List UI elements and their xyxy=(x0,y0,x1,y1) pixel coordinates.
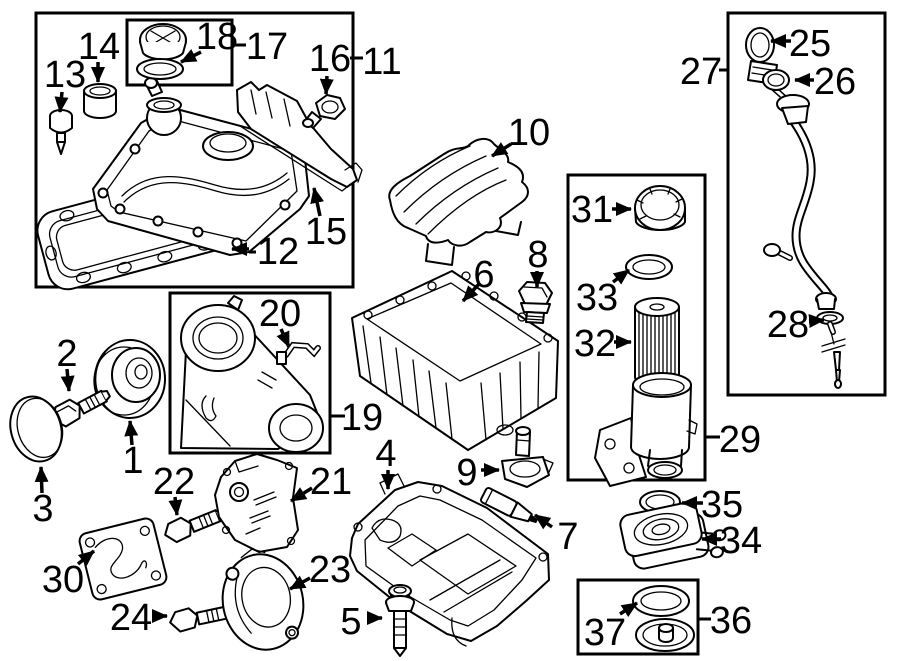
callout-7: 7 xyxy=(557,516,578,558)
arrow-13 xyxy=(54,91,69,113)
callout-10: 10 xyxy=(508,112,550,154)
callout-35: 35 xyxy=(701,484,743,526)
callout-6: 6 xyxy=(473,254,494,296)
part-dipstick-handle-25 xyxy=(745,27,778,85)
part-oil-filler-cap-17 xyxy=(139,23,187,61)
callout-2: 2 xyxy=(56,333,77,375)
part-engine-cover-10 xyxy=(388,138,529,266)
arrow-23 xyxy=(289,575,311,591)
part-sealant-tube-7 xyxy=(480,487,538,524)
arrow-7 xyxy=(533,513,554,530)
part-filter-cap-31 xyxy=(634,185,686,231)
part-filter-housing-29 xyxy=(594,372,698,487)
callout-23: 23 xyxy=(309,549,351,591)
part-crankshaft-pulley-1 xyxy=(93,339,166,419)
callout-14: 14 xyxy=(78,26,120,68)
arrow-6 xyxy=(461,282,481,303)
callout-labels: 13 14 18 17 16 11 15 12 10 6 8 31 33 32 … xyxy=(32,16,856,654)
arrow-1 xyxy=(124,420,139,446)
callout-28: 28 xyxy=(767,304,809,346)
part-baffle-plate-15 xyxy=(236,81,363,192)
callout-17: 17 xyxy=(246,26,288,68)
callout-26: 26 xyxy=(814,61,856,103)
part-filter-seal-33 xyxy=(625,254,673,280)
callout-21: 21 xyxy=(310,461,352,503)
part-push-bolt-5 xyxy=(385,584,415,657)
part-cooler-plug-36 xyxy=(635,618,695,652)
arrow-10 xyxy=(491,142,512,158)
callout-33: 33 xyxy=(576,277,618,319)
callout-3: 3 xyxy=(32,488,53,530)
part-pressure-valve-13 xyxy=(49,109,73,155)
arrow-3 xyxy=(34,466,49,494)
arrow-20 xyxy=(276,328,291,348)
callout-19: 19 xyxy=(341,397,383,439)
callout-arrows xyxy=(34,34,825,625)
arrow-21 xyxy=(290,486,313,503)
arrow-15 xyxy=(310,187,324,217)
part-sealing-cap-3 xyxy=(9,395,64,463)
callout-30: 30 xyxy=(42,559,84,601)
part-cover-plate-23 xyxy=(221,548,305,651)
arrow-30 xyxy=(76,549,96,566)
arrow-28 xyxy=(808,314,825,328)
arrow-18 xyxy=(180,49,202,64)
arrow-33 xyxy=(611,268,631,285)
callout-18: 18 xyxy=(196,16,238,58)
part-dipstick-27 xyxy=(745,27,846,389)
callout-25: 25 xyxy=(789,23,831,65)
callout-16: 16 xyxy=(309,38,351,80)
part-oil-level-sensor-9 xyxy=(501,426,554,488)
callout-36: 36 xyxy=(710,600,752,642)
callout-29: 29 xyxy=(719,419,761,461)
part-cooler-seal-37 xyxy=(632,585,690,617)
part-dipstick-oring-26 xyxy=(762,69,790,91)
part-cover-gasket-30 xyxy=(78,517,168,601)
part-cap-seal-18 xyxy=(136,58,184,80)
callout-13: 13 xyxy=(44,54,86,96)
part-grommet-14 xyxy=(83,83,117,119)
arrow-16 xyxy=(319,75,334,95)
callout-32: 32 xyxy=(574,323,616,365)
part-bolt-22 xyxy=(164,509,225,544)
part-bolt-16 xyxy=(302,94,346,129)
callout-37: 37 xyxy=(584,612,626,654)
arrow-37 xyxy=(619,601,638,618)
callout-15: 15 xyxy=(305,211,347,253)
part-drain-plug-8 xyxy=(518,281,553,324)
part-upper-oil-pan-6 xyxy=(351,270,559,451)
callout-9: 9 xyxy=(456,452,477,494)
callout-8: 8 xyxy=(527,234,548,276)
part-valve-cover xyxy=(92,77,310,256)
part-retainer-clip-20 xyxy=(276,341,321,365)
part-timing-cover-19 xyxy=(180,295,324,453)
callout-1: 1 xyxy=(122,440,143,482)
callout-22: 22 xyxy=(153,461,195,503)
callout-11: 11 xyxy=(362,41,401,83)
arrow-2 xyxy=(60,368,75,392)
part-lower-oil-pan-4 xyxy=(349,473,550,647)
callout-12: 12 xyxy=(257,231,299,273)
callout-20: 20 xyxy=(259,293,301,335)
callout-27: 27 xyxy=(680,51,722,93)
part-rear-timing-cover-21 xyxy=(214,453,299,553)
callout-24: 24 xyxy=(110,597,152,639)
arrow-22 xyxy=(168,496,183,516)
callout-4: 4 xyxy=(375,433,396,475)
callout-31: 31 xyxy=(571,189,613,231)
callout-5: 5 xyxy=(340,601,361,643)
callout-34: 34 xyxy=(720,520,762,562)
